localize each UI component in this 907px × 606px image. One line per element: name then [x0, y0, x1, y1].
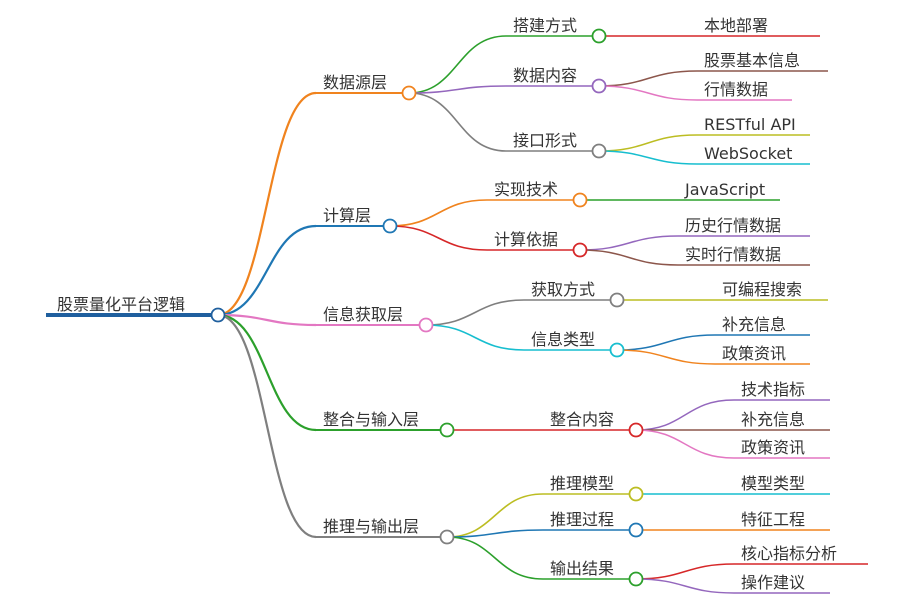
leaf-label: 核心指标分析	[741, 544, 837, 563]
child-collapse-toggle[interactable]	[591, 78, 607, 94]
leaf-connector	[616, 349, 716, 365]
leaf-connector	[598, 85, 698, 101]
child-collapse-toggle[interactable]	[609, 292, 625, 308]
child-connector	[408, 85, 507, 94]
child-collapse-toggle[interactable]	[572, 242, 588, 258]
leaf-connector	[616, 334, 716, 351]
child-connector	[425, 324, 525, 351]
leaf-connector	[598, 150, 698, 165]
child-connector	[446, 529, 544, 538]
child-connector	[389, 199, 488, 227]
child-label: 整合内容	[550, 410, 614, 429]
branch-collapse-toggle[interactable]	[418, 317, 434, 333]
leaf-label: RESTful API	[704, 115, 796, 134]
branch-collapse-toggle[interactable]	[439, 529, 455, 545]
branch-connector	[217, 313, 317, 539]
leaf-connector	[635, 399, 735, 431]
child-collapse-toggle[interactable]	[609, 342, 625, 358]
leaf-connector	[598, 70, 698, 87]
child-collapse-toggle[interactable]	[572, 192, 588, 208]
child-label: 搭建方式	[513, 16, 577, 35]
leaf-label: 政策资讯	[741, 438, 805, 457]
child-connector	[425, 299, 525, 326]
child-label: 输出结果	[550, 559, 614, 578]
child-label: 计算依据	[494, 230, 558, 249]
branch-label: 整合与输入层	[323, 410, 419, 429]
leaf-label: 政策资讯	[722, 344, 786, 363]
branch-connector	[217, 91, 317, 317]
child-label: 实现技术	[494, 180, 558, 199]
child-connector	[408, 35, 507, 94]
child-label: 推理模型	[550, 474, 614, 493]
leaf-connector	[579, 235, 679, 251]
child-label: 推理过程	[550, 510, 614, 529]
leaf-label: 行情数据	[704, 80, 768, 99]
branch-label: 信息获取层	[323, 305, 403, 324]
leaf-label: WebSocket	[704, 144, 792, 163]
leaf-label: 可编程搜索	[722, 280, 802, 299]
child-collapse-toggle[interactable]	[628, 422, 644, 438]
leaf-connector	[579, 249, 679, 266]
leaf-label: JavaScript	[684, 180, 765, 199]
child-connector	[446, 536, 544, 580]
child-collapse-toggle[interactable]	[591, 143, 607, 159]
child-connector	[408, 92, 507, 152]
branch-connector	[217, 224, 317, 317]
leaf-label: 特征工程	[741, 510, 805, 529]
leaf-connector	[635, 429, 735, 459]
child-collapse-toggle[interactable]	[628, 522, 644, 538]
leaf-label: 股票基本信息	[704, 51, 800, 70]
leaf-label: 历史行情数据	[685, 216, 781, 235]
leaf-label: 操作建议	[741, 573, 805, 592]
branch-label: 计算层	[323, 206, 371, 225]
child-label: 信息类型	[531, 330, 595, 349]
leaf-label: 技术指标	[741, 380, 805, 399]
branch-collapse-toggle[interactable]	[401, 85, 417, 101]
leaf-label: 实时行情数据	[685, 245, 781, 264]
leaf-label: 补充信息	[722, 315, 786, 334]
leaf-connector	[635, 563, 735, 580]
root-label: 股票量化平台逻辑	[57, 295, 185, 314]
leaf-label: 本地部署	[704, 16, 768, 35]
leaf-label: 模型类型	[741, 474, 805, 493]
branch-label: 数据源层	[323, 73, 387, 92]
leaf-label: 补充信息	[741, 410, 805, 429]
branch-label: 推理与输出层	[323, 517, 419, 536]
child-connector	[446, 493, 544, 538]
child-label: 数据内容	[513, 66, 577, 85]
child-collapse-toggle[interactable]	[591, 28, 607, 44]
child-label: 接口形式	[513, 131, 577, 150]
leaf-connector	[598, 134, 698, 152]
child-collapse-toggle[interactable]	[628, 486, 644, 502]
child-label: 获取方式	[531, 280, 595, 299]
leaf-connector	[635, 578, 735, 594]
child-collapse-toggle[interactable]	[628, 571, 644, 587]
branch-connector	[217, 313, 317, 327]
branch-collapse-toggle[interactable]	[382, 218, 398, 234]
branch-collapse-toggle[interactable]	[439, 422, 455, 438]
root-collapse-toggle[interactable]	[210, 307, 226, 323]
child-connector	[389, 225, 488, 251]
branch-connector	[217, 313, 317, 432]
